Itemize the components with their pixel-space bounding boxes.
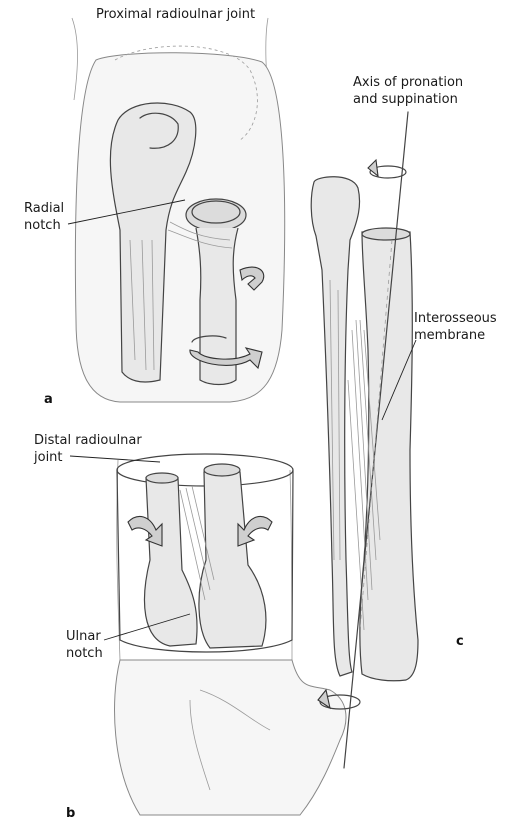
panel-a-elbow-drawing <box>72 18 285 402</box>
panel-b-letter: b <box>66 806 75 821</box>
distal-joint-leader <box>70 456 160 462</box>
distal-radioulnar-joint-label-line1: Distal radioulnar <box>34 432 142 449</box>
panel-c-forearm-drawing <box>311 112 418 768</box>
axis-label-line1: Axis of pronation <box>353 74 463 91</box>
interosseous-membrane-label-line2: membrane <box>414 327 485 344</box>
radial-notch-label-line2: notch <box>24 217 61 234</box>
ulnar-notch-label-line2: notch <box>66 645 103 662</box>
axis-label-line2: and suppination <box>353 91 458 108</box>
distal-radioulnar-joint-label-line2: joint <box>34 449 63 466</box>
radial-notch-label-line1: Radial <box>24 200 64 217</box>
proximal-radioulnar-joint-label: Proximal radioulnar joint <box>96 6 255 23</box>
panel-c-letter: c <box>456 634 464 649</box>
panel-a-letter: a <box>44 392 53 407</box>
interosseous-membrane-label-line1: Interosseous <box>414 310 497 327</box>
ulnar-notch-label-line1: Ulnar <box>66 628 101 645</box>
panel-b-wrist-drawing <box>115 454 346 815</box>
